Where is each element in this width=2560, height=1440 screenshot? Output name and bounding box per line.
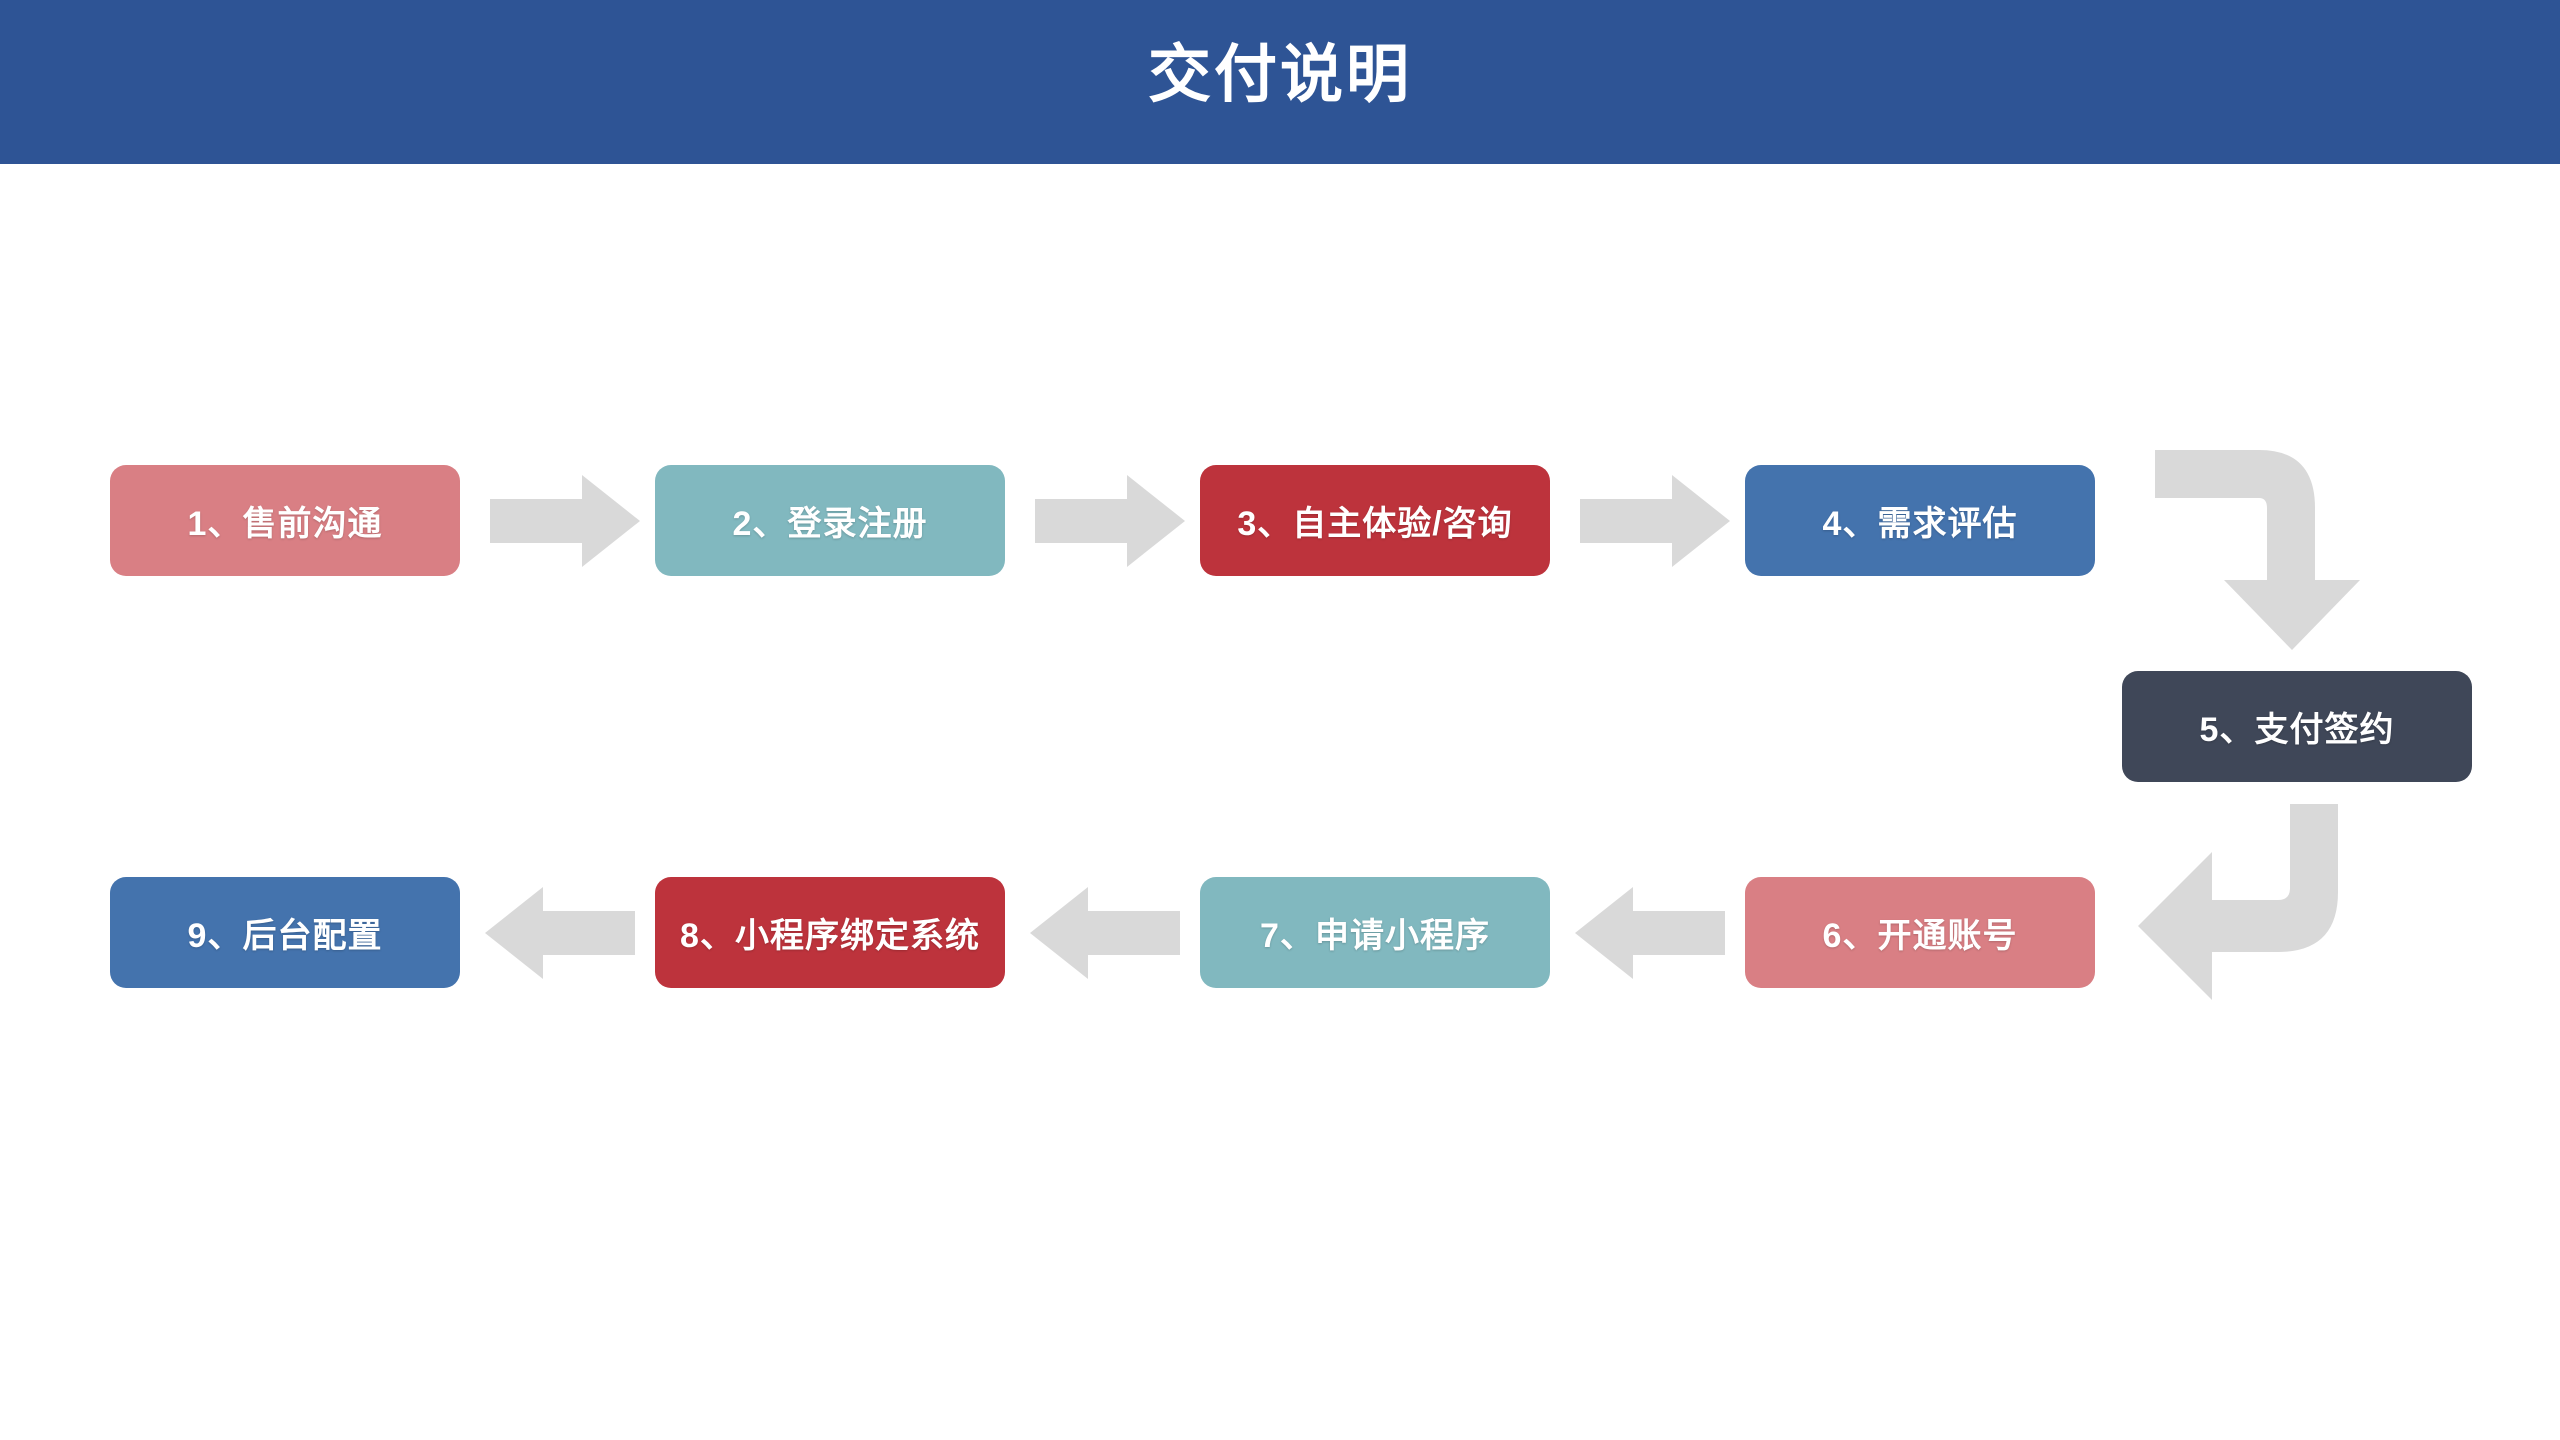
arrow-7-to-8-left-icon (1030, 883, 1180, 983)
flow-node-8-mini-program-binding-system[interactable]: 8、小程序绑定系统 (655, 877, 1005, 988)
arrow-4-to-5-elbow-down-icon (2155, 450, 2385, 650)
header-band (0, 0, 2560, 164)
flow-node-9-backend-configuration[interactable]: 9、后台配置 (110, 877, 460, 988)
flow-node-5-payment-signing[interactable]: 5、支付签约 (2122, 671, 2472, 782)
flow-node-6-open-account[interactable]: 6、开通账号 (1745, 877, 2095, 988)
arrow-8-to-9-left-icon (485, 883, 635, 983)
flow-node-1-presale-communication[interactable]: 1、售前沟通 (110, 465, 460, 576)
arrow-3-to-4-right-icon (1580, 471, 1730, 571)
flow-node-3-self-experience-consult[interactable]: 3、自主体验/咨询 (1200, 465, 1550, 576)
arrow-1-to-2-right-icon (490, 471, 640, 571)
arrow-6-to-7-left-icon (1575, 883, 1725, 983)
flow-node-4-requirement-assessment[interactable]: 4、需求评估 (1745, 465, 2095, 576)
arrow-5-to-6-elbow-left-icon (2120, 804, 2390, 1009)
flow-diagram: 1、售前沟通 2、登录注册 3、自主体验/咨询 4、需求评估 5、支 (0, 164, 2560, 1440)
flow-node-2-login-register[interactable]: 2、登录注册 (655, 465, 1005, 576)
flow-node-7-apply-mini-program[interactable]: 7、申请小程序 (1200, 877, 1550, 988)
arrow-2-to-3-right-icon (1035, 471, 1185, 571)
page-title: 交付说明 (1148, 39, 1412, 110)
